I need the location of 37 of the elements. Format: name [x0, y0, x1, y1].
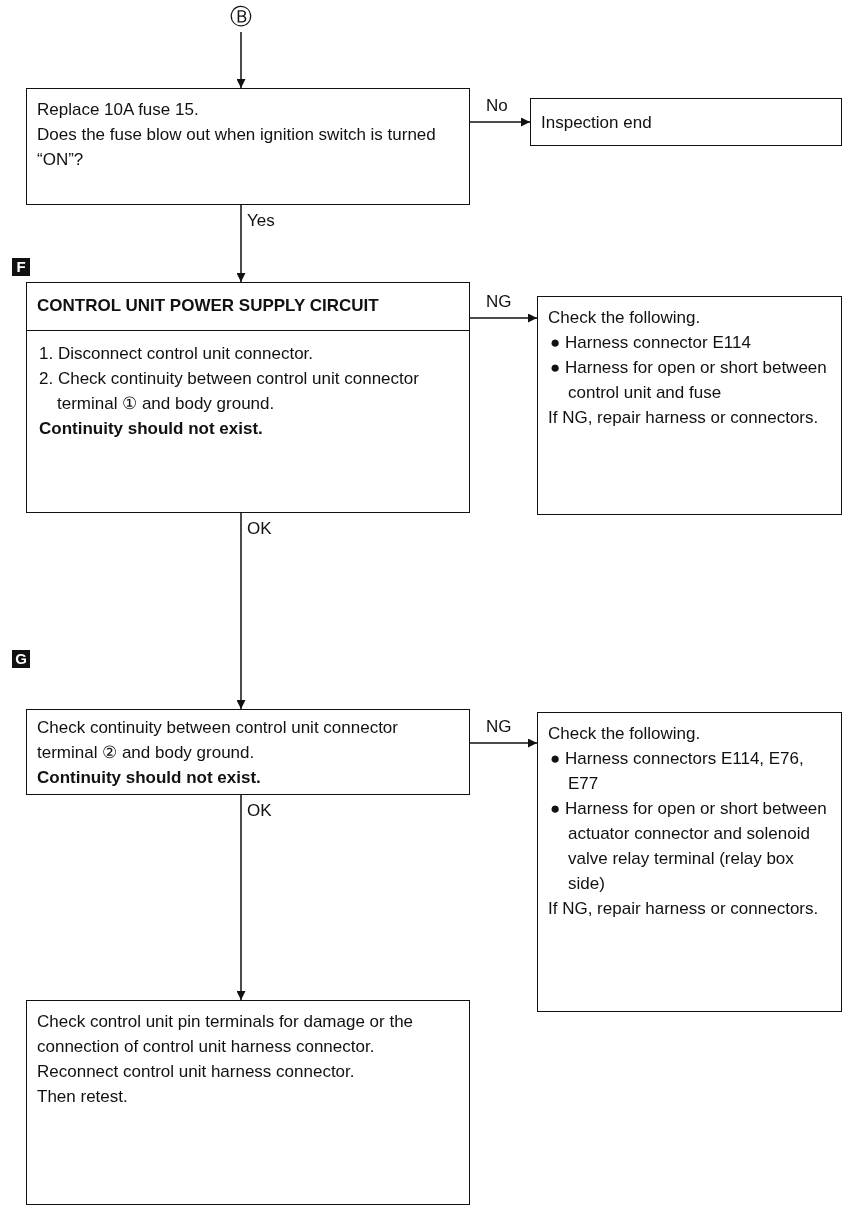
box-text: Check continuity between control unit connector terminal ② and body ground.	[36, 717, 399, 764]
box-text: Check the following.	[547, 307, 702, 329]
process-box	[26, 709, 470, 795]
box-text: ● Harness for open or short between control unit and fuse	[549, 357, 828, 404]
box-heading: CONTROL UNIT POWER SUPPLY CIRCUIT	[27, 283, 469, 331]
arrow	[236, 512, 246, 710]
box-text: Continuity should not exist.	[38, 418, 264, 440]
box-text: ● Harness connectors E114, E76, E77	[549, 748, 805, 795]
box-text: Replace 10A fuse 15.	[36, 99, 200, 121]
step-marker: G	[12, 650, 30, 668]
box-text: ● Harness for open or short between actuator connector and solenoid valve relay terminal (relay box side)	[549, 798, 828, 895]
box-text: Does the fuse blow out when ignition switch is turned “ON”?	[36, 124, 437, 171]
box-text: Continuity should not exist.	[36, 767, 262, 789]
connector-symbol: Ⓑ	[228, 4, 254, 32]
process-box	[26, 88, 470, 205]
box-text: Inspection end	[540, 112, 653, 134]
arrow	[469, 117, 531, 127]
arrow	[236, 31, 246, 89]
arrow	[469, 738, 538, 748]
box-text: 1. Disconnect control unit connector.	[38, 343, 315, 365]
process-box	[26, 282, 470, 513]
box-text: If NG, repair harness or connectors.	[547, 898, 820, 920]
arrow	[236, 794, 246, 1001]
box-text: Then retest.	[36, 1086, 129, 1108]
box-text: 2. Check continuity between control unit connector terminal ① and body ground.	[38, 368, 420, 415]
box-text: Reconnect control unit harness connector.	[36, 1061, 356, 1083]
process-box	[530, 98, 842, 146]
arrow	[469, 313, 538, 323]
box-text: Check the following.	[547, 723, 702, 745]
box-text: Check control unit pin terminals for damage or the connection of control unit harness connector.	[36, 1011, 415, 1058]
process-box	[537, 712, 842, 1012]
arrow	[236, 204, 246, 283]
box-text: If NG, repair harness or connectors.	[547, 407, 820, 429]
process-box	[537, 296, 842, 515]
process-box	[26, 1000, 470, 1205]
box-text: ● Harness connector E114	[549, 332, 752, 354]
step-marker: F	[12, 258, 30, 276]
